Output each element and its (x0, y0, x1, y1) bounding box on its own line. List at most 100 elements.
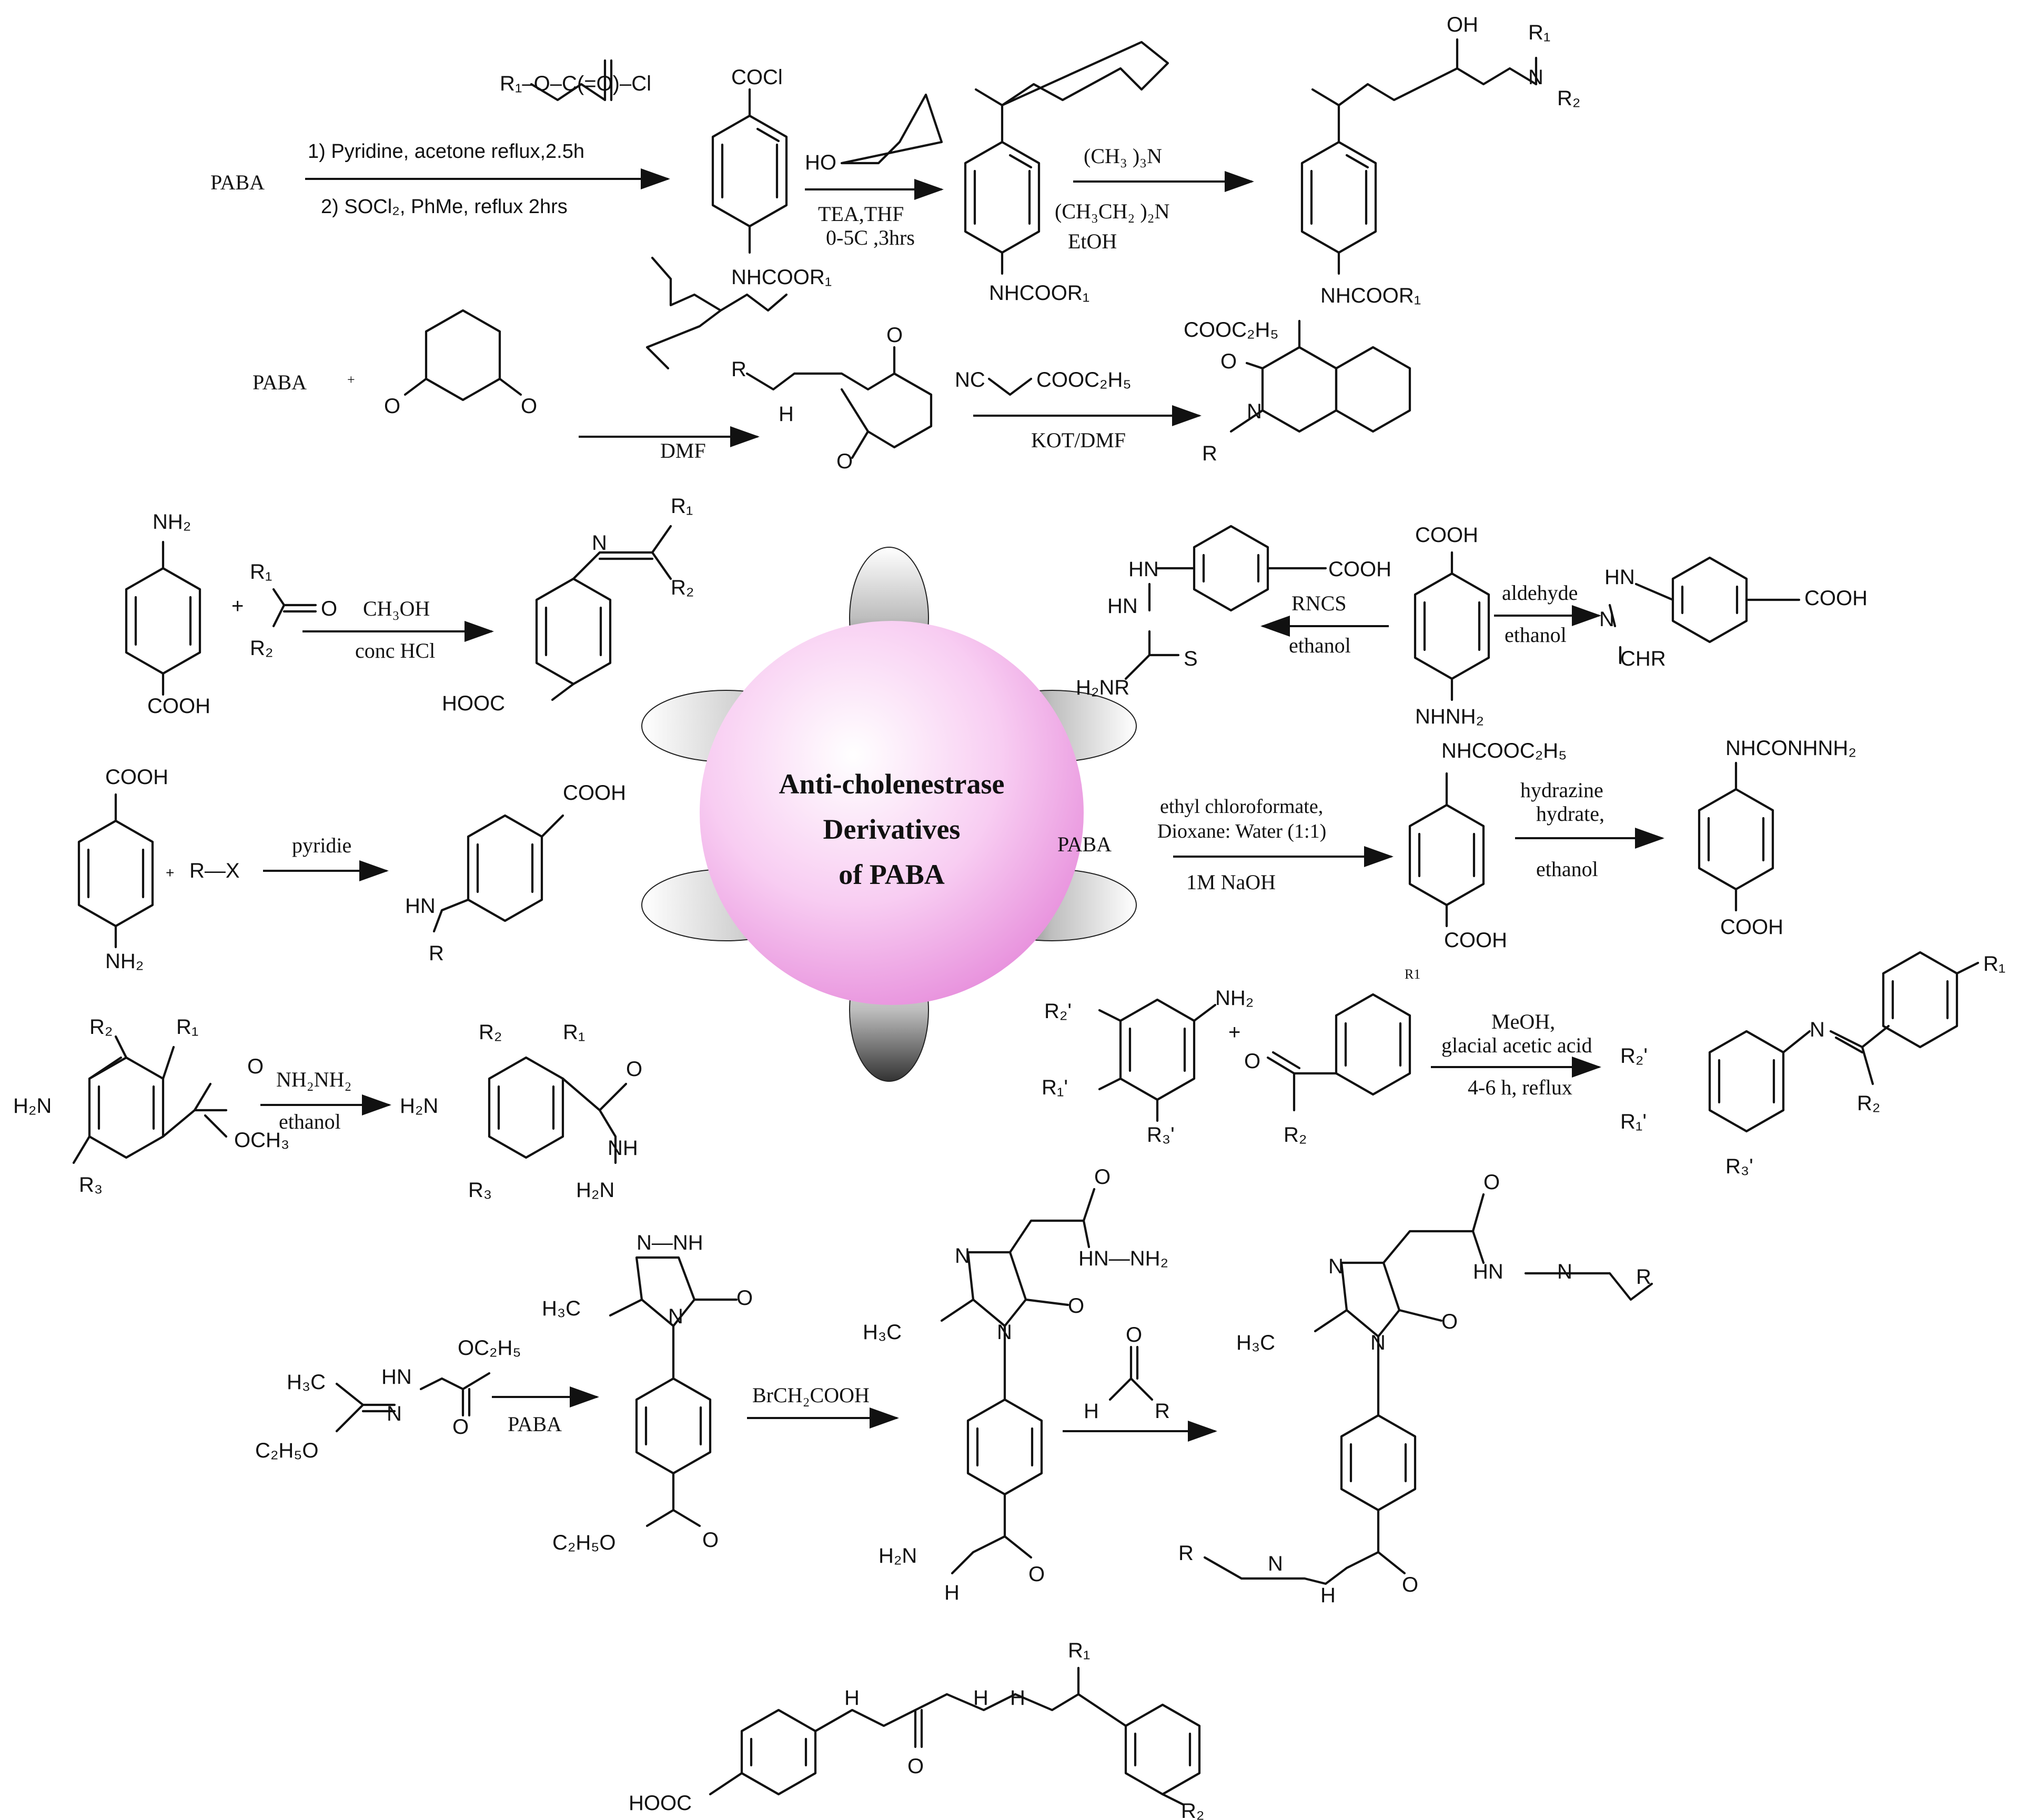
r2-cyclohexanedione (425, 309, 501, 401)
r6-left-s: S (1184, 647, 1198, 670)
r8-product-r1p: R₁' (1620, 1110, 1647, 1133)
r6-right-n: N (1599, 608, 1614, 631)
r9-final-n3: N (1557, 1260, 1572, 1283)
r8-ketone-r2: R₂ (1284, 1123, 1307, 1147)
r9-n: N (387, 1402, 402, 1425)
r9-final-product: N N H₃C O O HN N R R N H O (1178, 1171, 1653, 1607)
r6-cooh: COOH (1415, 524, 1478, 547)
r3-o: O (321, 597, 337, 620)
r8-product-r2: R₂ (1857, 1092, 1880, 1115)
r1-step2: 2) SOCl₂, PhMe, reflux 2hrs (321, 196, 568, 218)
r9-tri2-amide-o: O (1094, 1165, 1111, 1189)
r2-o1: O (384, 395, 400, 418)
reaction-1: PABA R₁–O–C(=O)–Cl 1) Pyridine, acetone … (210, 13, 1580, 307)
reaction-6: COOH NHNH₂ RNCS ethanol COOH HN HN S H₂N… (1076, 524, 1868, 728)
r1-chloroformate-label: R₁–O–C(=O)–Cl (500, 72, 651, 95)
r7-cond3: 1M NaOH (1186, 870, 1276, 894)
r2-cond-kot: KOT/DMF (1031, 428, 1126, 452)
r6-left-product: COOH HN HN S H₂NR (1076, 525, 1391, 699)
r9-aldehyde: H O R (1084, 1323, 1170, 1423)
r8-cond3: 4-6 h, reflux (1468, 1075, 1572, 1099)
r2-start: PABA (253, 370, 307, 394)
r6-left-cooh: COOH (1328, 558, 1391, 581)
r9-triazolone-2: N N H₃C O O HN—NH₂ H₂N H O (863, 1165, 1168, 1604)
r9-tri2-o2: O (1028, 1563, 1045, 1586)
reaction-9: H₃C HN N OC₂H₅ C₂H₅O O PABA N—NH N H₃C O… (255, 1165, 1653, 1607)
r8-r1p: R₁' (1042, 1076, 1068, 1099)
r2-ester: COOC₂H₅ (1036, 368, 1132, 391)
r1-glycidol-ho: HO (805, 151, 836, 174)
r2-product-r: R (1202, 442, 1217, 465)
r8-aniline-ring (1119, 998, 1196, 1101)
reaction-3: NH₂ COOH + R₁ R₂ O CH₃OH conc HCl N R₁ R… (125, 495, 694, 718)
r9-imidate: H₃C HN N OC₂H₅ C₂H₅O O (255, 1336, 521, 1462)
r9-tri2-n2: N (997, 1321, 1012, 1344)
r3-r1: R₁ (250, 560, 272, 584)
r9-final-h3c: H₃C (1236, 1331, 1275, 1354)
r9-ester: C₂H₅O (552, 1531, 616, 1554)
r4-paba-ring (77, 819, 154, 928)
reaction-4: COOH NH₂ + R—X pyridie COOH HN R (77, 766, 626, 973)
r9-o: O (452, 1415, 469, 1439)
r1-cond-a2: 0-5C ,3hrs (826, 226, 915, 249)
r6-nhnh2: NHNH₂ (1415, 705, 1484, 728)
r9-tri2-h2n: H₂N (879, 1544, 917, 1567)
r4-product-r: R (429, 942, 444, 965)
r3-cond1: CH₃OH (363, 597, 430, 620)
r6-left-h2nr: H₂NR (1076, 676, 1129, 699)
r2-product-ester: COOC₂H₅ (1184, 318, 1279, 341)
r9-ester-o: O (702, 1529, 719, 1552)
reaction-8: NH₂ R₂' R₁' R₃' + R1 O R₂ MeOH, glacial … (1042, 951, 2005, 1178)
r7-start: PABA (1057, 832, 1112, 856)
center-emblem: Anti-cholenestrase Derivatives of PABA (641, 547, 1137, 1082)
r4-plus: + (166, 864, 174, 881)
r9-tri-h3c: H₃C (542, 1297, 581, 1320)
r9-triazolone-1: N—NH N H₃C O C₂H₅O O (542, 1231, 753, 1554)
r2-cond-dmf: DMF (660, 439, 706, 462)
r7-cond2: Dioxane: Water (1:1) (1157, 820, 1326, 842)
r5-product-h2n: H₂N (400, 1094, 438, 1118)
r5-reagent: NH₂NH₂ (276, 1068, 351, 1091)
r9-tri-n: N (668, 1305, 683, 1328)
s10-r2: R₂ (1181, 1799, 1204, 1820)
r5-product-r3: R₃ (468, 1179, 492, 1202)
r1-chloroformate: R₁–O–C(=O)–Cl (500, 59, 651, 102)
r9-final-o2: O (1402, 1573, 1418, 1596)
r5-product-r1: R₁ (563, 1021, 585, 1044)
center-title-line1: Anti-cholenestrase (779, 768, 1005, 800)
r8-product-n: N (1810, 1018, 1825, 1041)
r2-o4: O (836, 450, 853, 473)
r3-product-r2: R₂ (671, 576, 694, 599)
r1-carbamate-3: NHCOOR₁ (1320, 284, 1421, 307)
r4-product-hn: HN (405, 894, 436, 918)
r2-isocyano-bond (987, 377, 1033, 396)
r9-final-n2: N (1370, 1331, 1386, 1354)
r5-r2: R₂ (89, 1015, 113, 1039)
r3-plus: + (231, 595, 244, 618)
r1-intermediate: COCl NHCOOR₁ (711, 66, 832, 289)
r5-product-o: O (626, 1058, 642, 1081)
s10-o: O (907, 1755, 924, 1778)
r5-cond: ethanol (279, 1110, 341, 1133)
r7-intermediate-bottom: COOH (1444, 929, 1507, 952)
r1-cocl: COCl (731, 66, 783, 89)
r4-cooh: COOH (105, 766, 168, 789)
r5-r3: R₃ (79, 1173, 103, 1196)
r9-h3c: H₃C (287, 1371, 326, 1394)
r3-paba-ring (125, 567, 201, 675)
s10-h1: H (844, 1686, 860, 1710)
r7-product: NHCONHNH₂ COOH (1698, 737, 1856, 939)
r3-cond2: conc HCl (355, 639, 435, 662)
r9-ald-r: R (1155, 1400, 1170, 1423)
r6-right-cond1: aldehyde (1502, 581, 1578, 605)
r9-final-n4: N (1268, 1552, 1283, 1575)
r9-c2h5o: C₂H₅O (255, 1439, 319, 1462)
structure-10: HOOC H N O H H R₁ R₂ (629, 1639, 1204, 1820)
r9-tri2-h3c: H₃C (863, 1321, 902, 1344)
r2-nh: H (779, 403, 794, 426)
r8-nh2: NH₂ (1215, 987, 1254, 1010)
r5-och3: OCH₃ (234, 1129, 289, 1152)
r7-cond5: hydrate, (1536, 802, 1604, 826)
r6-right-chr: CHR (1620, 647, 1666, 670)
r4-product: COOH HN R (405, 781, 626, 965)
